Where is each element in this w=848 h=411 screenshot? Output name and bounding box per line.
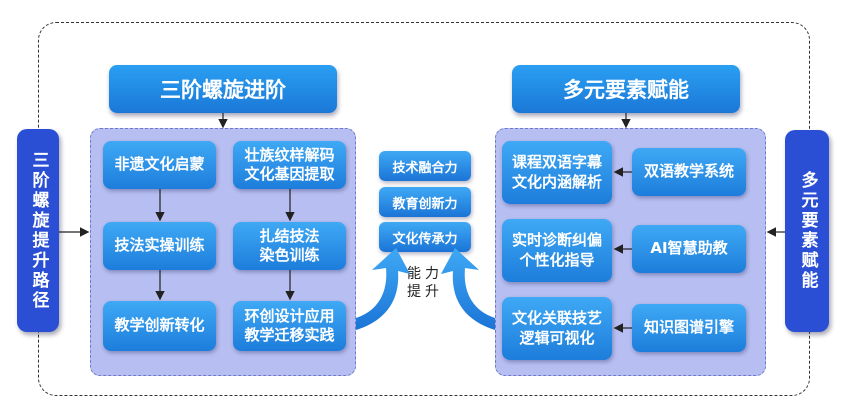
right-curved-arrow-icon — [441, 248, 495, 330]
left-header: 三阶螺旋进阶 — [109, 65, 337, 113]
left-side-label: 三阶螺旋提升路径 — [28, 150, 49, 311]
right-result-2: 实时诊断纠偏 个性化指导 — [502, 219, 612, 282]
center-caption: 能力 提升 — [407, 266, 443, 300]
center-item-1: 技术融合力 — [379, 151, 471, 181]
left-step-1: 非遗文化启蒙 — [103, 141, 216, 189]
left-side-bar: 三阶螺旋提升路径 — [17, 129, 59, 332]
left-curved-arrow-icon — [356, 248, 410, 330]
right-side-label: 多元要素赋能 — [797, 171, 818, 291]
right-result-3: 文化关联技艺 逻辑可视化 — [502, 297, 612, 360]
left-step-3: 教学创新转化 — [103, 301, 216, 351]
left-detail-2: 扎结技法 染色训练 — [233, 222, 346, 270]
right-result-1: 课程双语字幕 文化内涵解析 — [502, 141, 612, 204]
right-tool-2: AI智慧助教 — [632, 225, 746, 273]
center-item-2: 教育创新力 — [379, 187, 471, 217]
right-tool-3: 知识图谱引擎 — [632, 304, 746, 352]
center-item-3: 文化传承力 — [379, 222, 471, 252]
right-tool-1: 双语教学系统 — [632, 148, 746, 196]
left-detail-1: 壮族纹样解码 文化基因提取 — [233, 141, 346, 189]
right-header: 多元要素赋能 — [512, 65, 740, 113]
right-side-bar: 多元要素赋能 — [785, 130, 829, 332]
left-detail-3: 环创设计应用 教学迁移实践 — [233, 301, 346, 351]
left-step-2: 技法实操训练 — [103, 222, 216, 270]
